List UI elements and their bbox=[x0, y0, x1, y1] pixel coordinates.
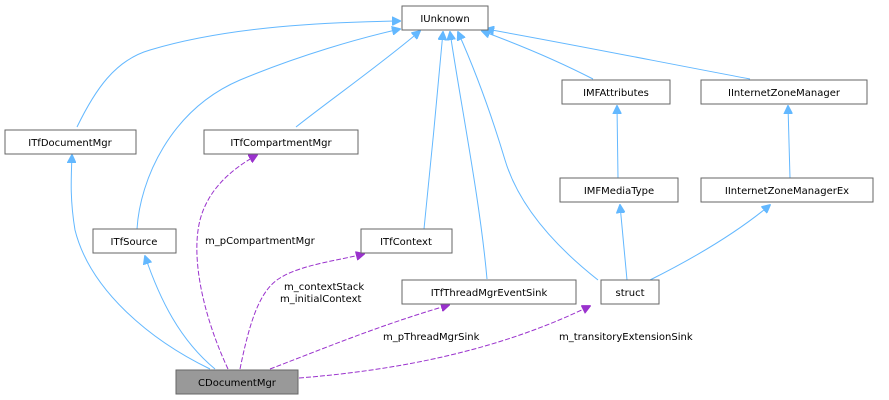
node-label: IMFMediaType bbox=[584, 186, 654, 197]
edge-itfsource-to-iunknown bbox=[136, 29, 400, 230]
node-itfcontext[interactable]: ITfContext bbox=[360, 228, 453, 254]
node-itfcompartmentmgr[interactable]: ITfCompartmentMgr bbox=[203, 129, 359, 155]
edge-label-context-stack: m_contextStack bbox=[284, 282, 364, 293]
node-label: ITfSource bbox=[111, 237, 158, 248]
node-label: ITfContext bbox=[380, 237, 432, 248]
node-label: struct bbox=[616, 288, 645, 299]
edge-imfmediatype-to-imfattributes bbox=[617, 106, 618, 179]
edge-imfattributes-to-iunknown bbox=[482, 31, 594, 80]
node-label: IInternetZoneManager bbox=[728, 88, 841, 99]
edge-cdocumentmgr-to-itfdocumentmgr bbox=[71, 155, 211, 370]
edge-itfcompartmentmgr-to-iunknown bbox=[295, 31, 420, 128]
node-cdocumentmgr[interactable]: CDocumentMgr bbox=[175, 369, 299, 395]
node-iunknown[interactable]: IUnknown bbox=[401, 5, 489, 31]
edge-cdocumentmgr-uses-itfcontext bbox=[239, 254, 364, 370]
edge-cdocumentmgr-uses-itfthreadmgreventsink bbox=[269, 305, 449, 370]
edge-cdocumentmgr-uses-itfcompartmentmgr bbox=[196, 155, 257, 370]
node-label: IMFAttributes bbox=[583, 88, 649, 99]
node-label: IUnknown bbox=[420, 14, 469, 25]
node-label: IInternetZoneManagerEx bbox=[725, 186, 849, 197]
edge-struct-to-iinternetzonemanagerex bbox=[649, 205, 770, 281]
edge-cdocumentmgr-uses-struct bbox=[298, 306, 590, 379]
node-imfmediatype[interactable]: IMFMediaType bbox=[559, 177, 679, 203]
node-label: ITfDocumentMgr bbox=[28, 138, 112, 149]
edge-cdocumentmgr-to-itfsource bbox=[145, 256, 216, 370]
node-itfthreadmgreventsink[interactable]: ITfThreadMgrEventSink bbox=[401, 279, 577, 305]
edge-labels: m_pCompartmentMgr m_contextStack m_initi… bbox=[205, 236, 693, 343]
edge-iinternetzonemanagerex-to-iinternetzonemanager bbox=[788, 106, 790, 179]
edge-label-compartmentmgr: m_pCompartmentMgr bbox=[205, 236, 316, 247]
node-iinternetzonemanagerex[interactable]: IInternetZoneManagerEx bbox=[700, 177, 874, 203]
node-label: CDocumentMgr bbox=[198, 378, 277, 389]
node-label: ITfCompartmentMgr bbox=[230, 138, 332, 149]
node-label: ITfThreadMgrEventSink bbox=[431, 288, 548, 299]
node-itfdocumentmgr[interactable]: ITfDocumentMgr bbox=[4, 129, 137, 155]
edge-label-threadmgrsink: m_pThreadMgrSink bbox=[383, 332, 480, 343]
edge-itfdocumentmgr-to-iunknown bbox=[76, 21, 400, 128]
inheritance-edges bbox=[71, 21, 790, 370]
edge-label-initial-context: m_initialContext bbox=[280, 294, 361, 305]
edge-itfcontext-to-iunknown bbox=[423, 32, 443, 230]
edge-struct-to-iunknown bbox=[458, 32, 599, 281]
edge-iinternetzonemanager-to-iunknown bbox=[486, 29, 751, 80]
edge-itfthreadmgreventsink-to-iunknown bbox=[450, 32, 488, 280]
node-itfsource[interactable]: ITfSource bbox=[92, 228, 177, 254]
edge-label-transitory-extension-sink: m_transitoryExtensionSink bbox=[559, 332, 693, 343]
node-iinternetzonemanager[interactable]: IInternetZoneManager bbox=[700, 79, 868, 105]
edge-struct-to-imfmediatype bbox=[620, 205, 628, 281]
node-struct[interactable]: struct bbox=[600, 279, 660, 305]
node-imfattributes[interactable]: IMFAttributes bbox=[561, 79, 671, 105]
usage-edges bbox=[196, 155, 590, 379]
